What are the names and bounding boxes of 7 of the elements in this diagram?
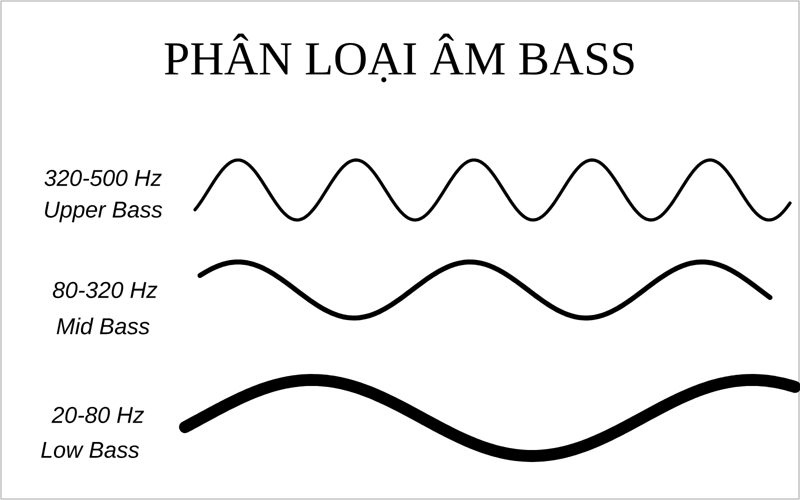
wave-label: 320-500 Hz <box>44 170 162 186</box>
wave-label: Mid Bass <box>56 318 150 334</box>
wave-label: 20-80 Hz <box>52 406 144 424</box>
wave-label: Upper Bass <box>45 202 162 222</box>
wave-label: Low Bass <box>41 442 140 458</box>
title: PHÂN LOẠI ÂM BASS <box>164 34 634 82</box>
wave-label: 80-320 Hz <box>52 282 158 298</box>
